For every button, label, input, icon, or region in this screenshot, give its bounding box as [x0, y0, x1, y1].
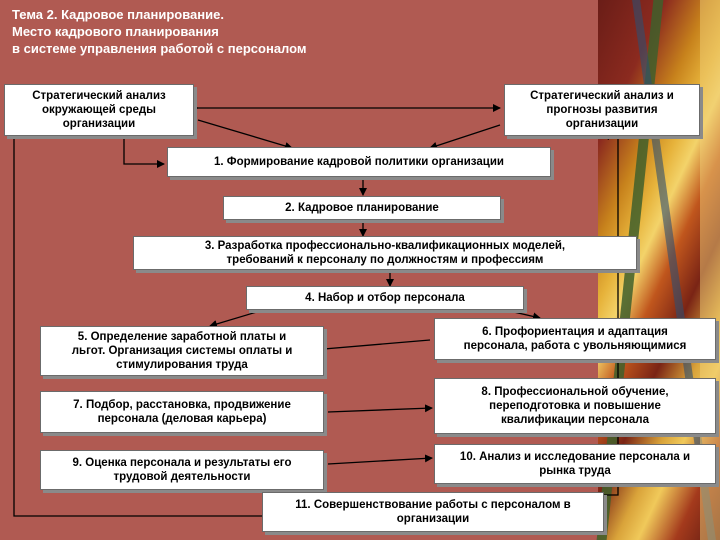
- step-11-line-1: 11. Совершенствование работы с персонало…: [295, 499, 571, 511]
- step-10-line-2: рынка труда: [539, 465, 611, 477]
- arrow-step6-step5: [311, 339, 431, 354]
- step-5-box: 5. Определение заработной платы и льгот.…: [40, 326, 324, 376]
- step-1-box: 1. Формирование кадровой политики органи…: [167, 147, 551, 177]
- step-7-line-2: персонала (деловая карьера): [97, 413, 267, 425]
- dev-analysis-line-2: прогнозы развития: [546, 104, 658, 116]
- step-1-text: 1. Формирование кадровой политики органи…: [214, 156, 504, 168]
- step-10-line-1: 10. Анализ и исследование персонала и: [459, 451, 691, 463]
- step-8-line-2: переподготовка и повышение: [489, 400, 661, 412]
- arrow-right-loop: [600, 132, 619, 496]
- step-3-box: 3. Разработка профессионально-квалификац…: [133, 236, 637, 270]
- step-2-box: 2. Кадровое планирование: [223, 196, 501, 220]
- step-9-line-2: трудовой деятельности: [113, 471, 251, 483]
- dev-analysis-line-3: организации: [565, 118, 639, 130]
- step-6-line-2: персонала, работа с увольняющимися: [463, 340, 687, 352]
- env-analysis-box: Стратегический анализ окружающей среды о…: [4, 84, 194, 136]
- step-11-box: 11. Совершенствование работы с персонало…: [262, 492, 604, 532]
- step-10-box: 10. Анализ и исследование персонала и ры…: [434, 444, 716, 484]
- step-3-line-2: требований к персоналу по должностям и п…: [226, 254, 544, 266]
- step-9-box: 9. Оценка персонала и результаты его тру…: [40, 450, 324, 490]
- step-5-line-1: 5. Определение заработной платы и: [77, 331, 287, 343]
- step-3-line-1: 3. Разработка профессионально-квалификац…: [204, 240, 566, 252]
- env-analysis-line-2: окружающей среды: [41, 104, 156, 116]
- step-4-box: 4. Набор и отбор персонала: [246, 286, 524, 310]
- slide-title: Тема 2. Кадровое планирование. Место кад…: [12, 6, 442, 57]
- env-analysis-line-1: Стратегический анализ: [32, 90, 166, 102]
- arrow-step7-step8: [327, 404, 433, 413]
- title-line-2: Место кадрового планирования: [12, 24, 219, 39]
- step-4-text: 4. Набор и отбор персонала: [305, 292, 465, 304]
- step-7-box: 7. Подбор, расстановка, продвижение перс…: [40, 391, 324, 433]
- title-line-1: Тема 2. Кадровое планирование.: [12, 7, 224, 22]
- title-line-3: в системе управления работой с персонало…: [12, 41, 307, 56]
- arrow-left-step1: [123, 130, 165, 168]
- step-8-line-1: 8. Профессиональной обучение,: [481, 386, 669, 398]
- arrow-step9-step10: [327, 454, 433, 465]
- step-7-line-1: 7. Подбор, расстановка, продвижение: [73, 399, 291, 411]
- step-2-text: 2. Кадровое планирование: [285, 202, 439, 214]
- step-5-line-3: стимулирования труда: [116, 359, 248, 371]
- dev-analysis-box: Стратегический анализ и прогнозы развити…: [504, 84, 700, 136]
- step-6-line-1: 6. Профориентация и адаптация: [482, 326, 668, 338]
- step-6-box: 6. Профориентация и адаптация персонала,…: [434, 318, 716, 360]
- arrow-dev-step1: [429, 124, 501, 150]
- step-5-line-2: льгот. Организация системы оплаты и: [71, 345, 293, 357]
- dev-analysis-line-1: Стратегический анализ и: [530, 90, 674, 102]
- step-8-box: 8. Профессиональной обучение, переподгот…: [434, 378, 716, 434]
- step-11-line-2: организации: [396, 513, 470, 525]
- arrow-env-step1: [197, 119, 293, 150]
- step-8-line-3: квалификации персонала: [501, 414, 649, 426]
- env-analysis-line-3: организации: [62, 118, 136, 130]
- step-9-line-1: 9. Оценка персонала и результаты его: [72, 457, 292, 469]
